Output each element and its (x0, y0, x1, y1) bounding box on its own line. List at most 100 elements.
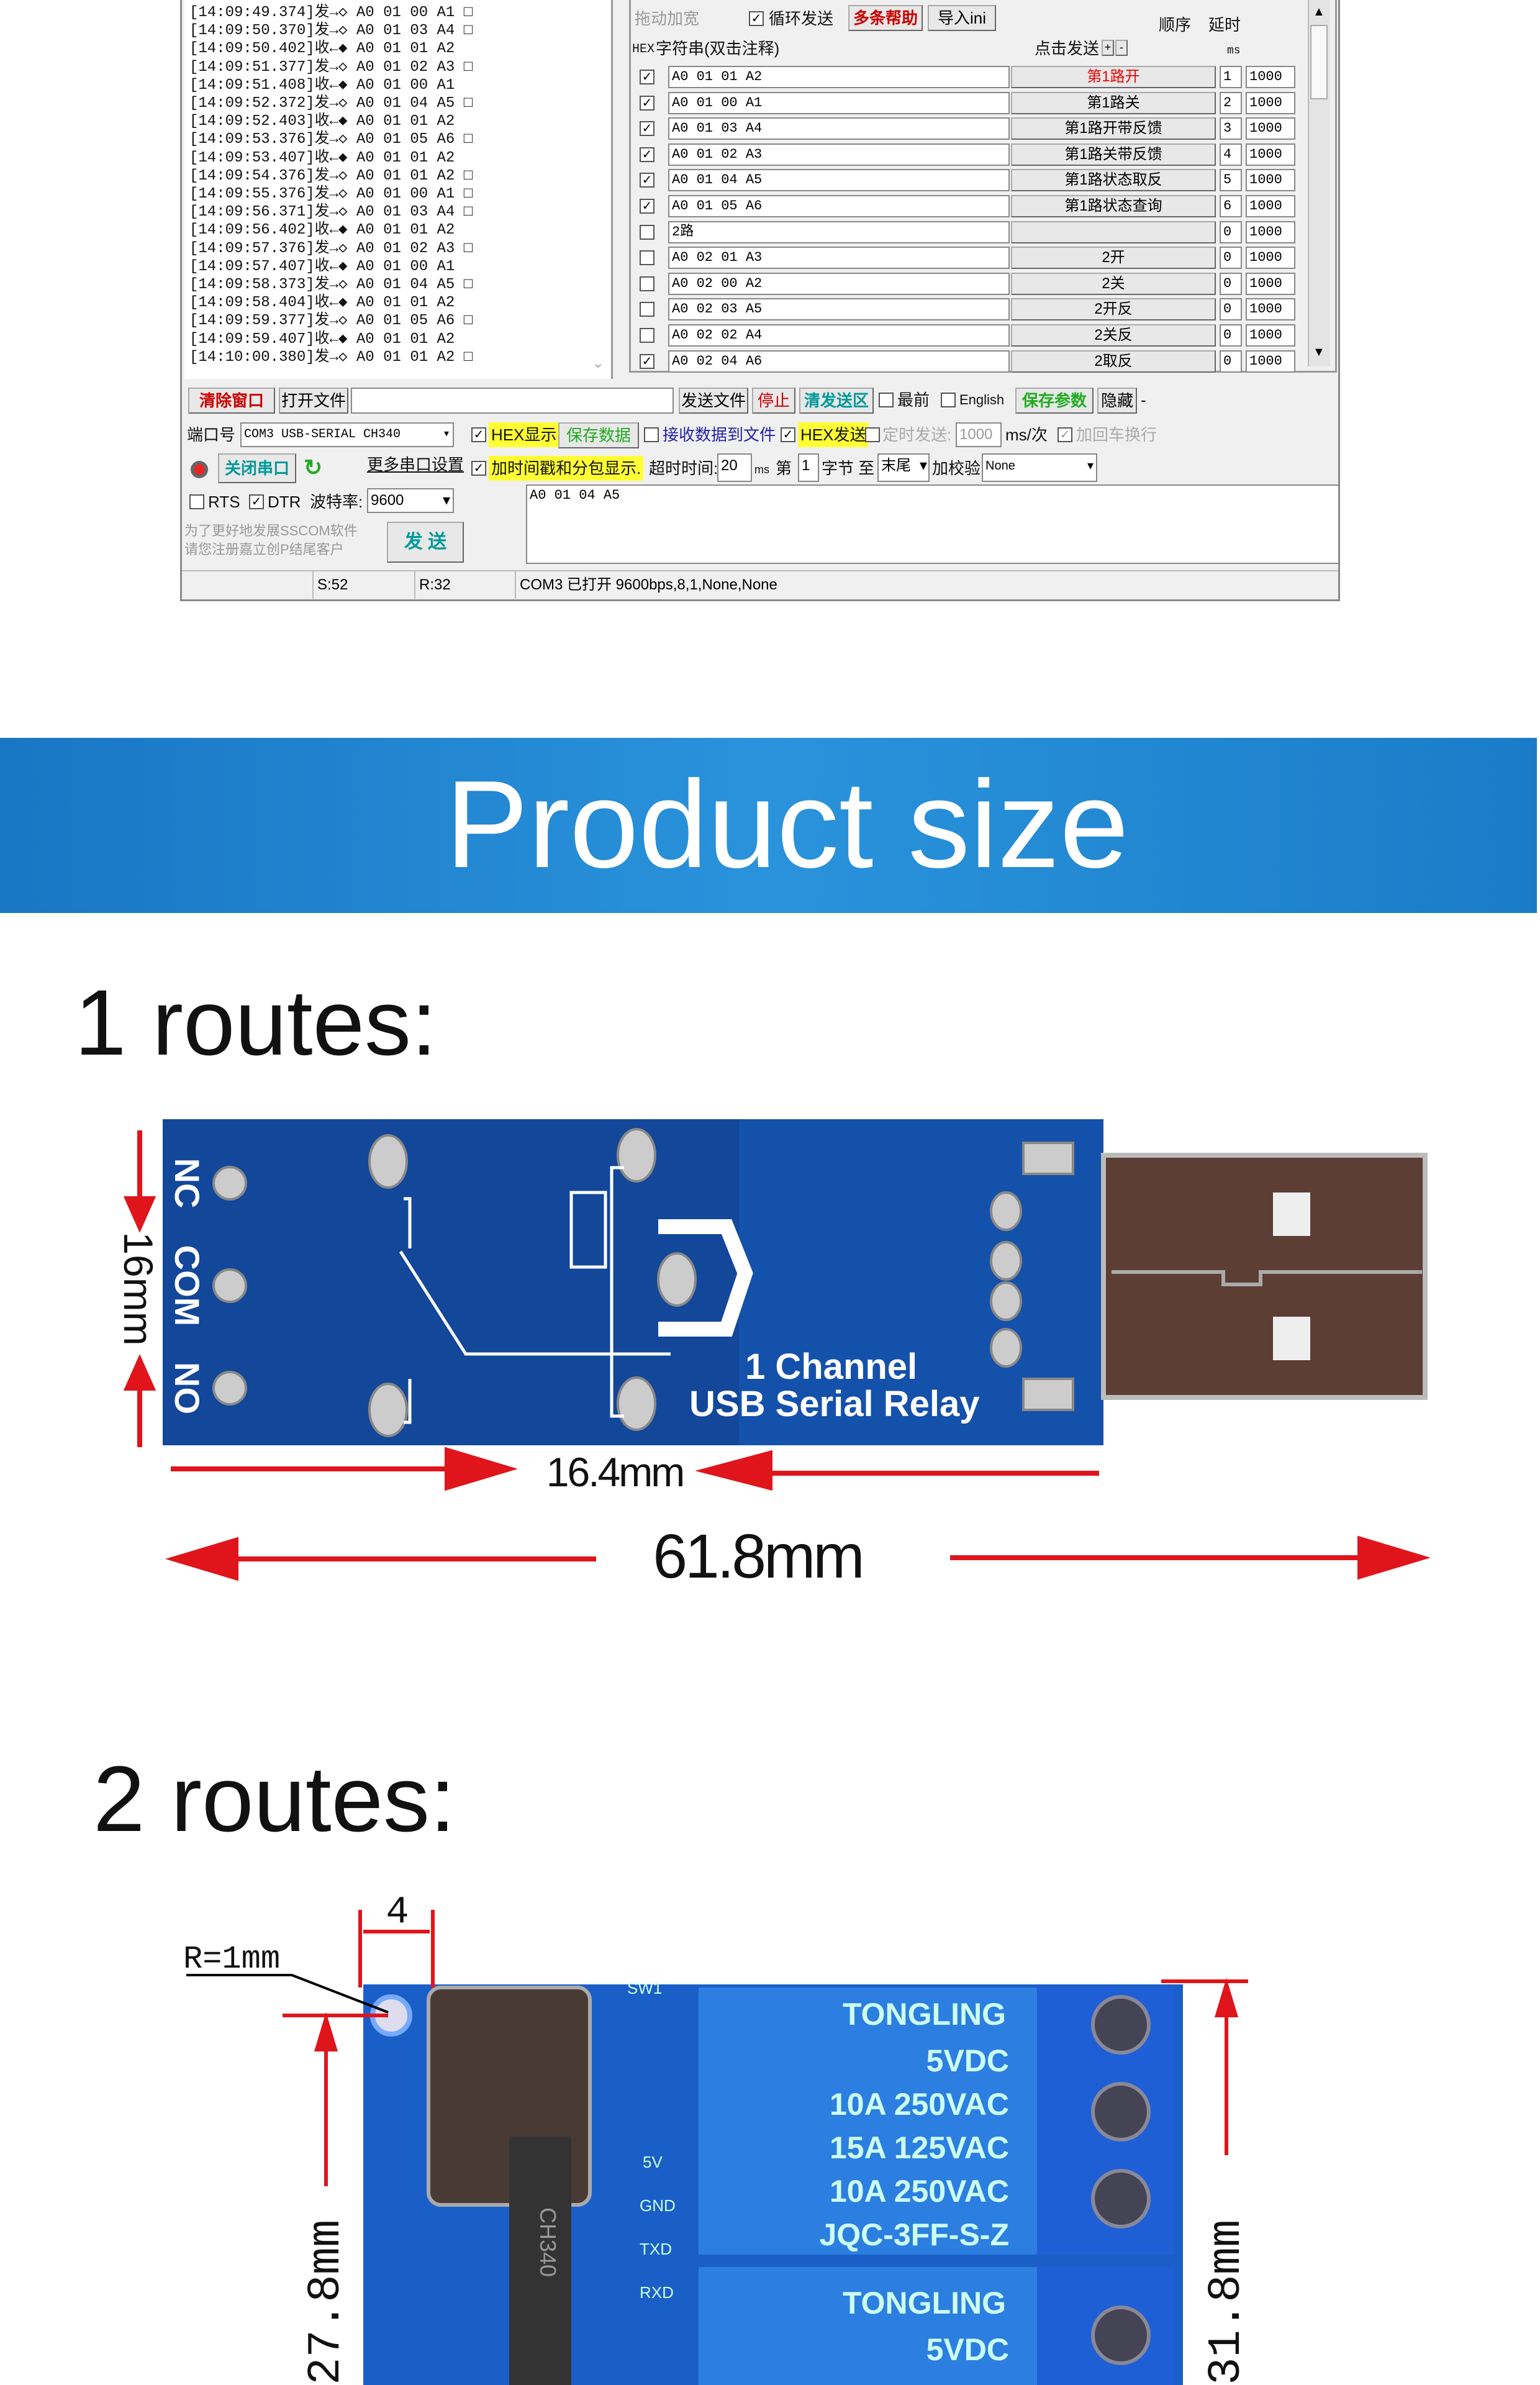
save-data-button[interactable]: 保存数据 (558, 422, 639, 448)
row-hex-checkbox[interactable]: ✓ (640, 147, 654, 162)
scroll-down-icon[interactable]: ▼ (1313, 345, 1325, 359)
row-string-input[interactable]: A0 01 00 A1 (668, 91, 1010, 114)
row-delay-input[interactable]: 1000 (1246, 272, 1295, 295)
baud-select[interactable]: 9600▾ (367, 488, 454, 513)
file-path-input[interactable] (351, 388, 674, 414)
send-button[interactable]: 发 送 (387, 522, 464, 563)
refresh-icon[interactable]: ↻ (304, 455, 323, 480)
row-hex-checkbox[interactable]: ✓ (640, 353, 654, 369)
row-send-button[interactable]: 第1路状态取反 (1011, 169, 1216, 192)
english-checkbox[interactable] (941, 393, 956, 407)
dropdown-arrow-icon[interactable]: ▾ (1087, 459, 1094, 473)
row-send-button[interactable]: 2开反 (1011, 298, 1216, 321)
row-delay-input[interactable]: 1000 (1246, 247, 1295, 270)
checksum-select[interactable]: None▾ (982, 453, 1097, 482)
collapse-dash[interactable]: - (1141, 391, 1146, 409)
more-settings-link[interactable]: 更多串口设置 (367, 455, 464, 474)
byte-to-select[interactable]: 末尾▾ (877, 453, 930, 482)
dropdown-arrow-icon[interactable]: ▾ (442, 492, 450, 509)
row-order-input[interactable]: 0 (1220, 298, 1242, 321)
row-send-button[interactable]: 2取反 (1011, 350, 1216, 373)
row-string-input[interactable]: A0 02 00 A2 (668, 272, 1010, 295)
multi-help-button[interactable]: 多条帮助 (848, 5, 923, 31)
dtr-checkbox[interactable]: ✓ (249, 494, 264, 509)
row-delay-input[interactable]: 1000 (1246, 298, 1295, 321)
row-hex-checkbox[interactable] (640, 224, 654, 240)
row-send-button[interactable]: 2开 (1011, 247, 1216, 270)
row-string-input[interactable]: A0 02 02 A4 (668, 324, 1010, 347)
interval-input[interactable]: 1000 (956, 422, 1002, 447)
loop-send-checkbox[interactable]: ✓ (749, 11, 764, 26)
row-order-input[interactable]: 0 (1220, 272, 1242, 295)
timestamp-checkbox[interactable]: ✓ (471, 461, 486, 476)
row-send-button[interactable] (1011, 220, 1216, 243)
save-params-button[interactable]: 保存参数 (1015, 388, 1094, 414)
row-string-input[interactable]: A0 02 03 A5 (668, 298, 1010, 321)
scroll-down-icon[interactable]: ⌄ (592, 355, 605, 371)
row-send-button[interactable]: 第1路开带反馈 (1011, 117, 1216, 140)
row-delay-input[interactable]: 1000 (1246, 324, 1295, 347)
row-delay-input[interactable]: 1000 (1246, 91, 1295, 114)
row-string-input[interactable]: A0 01 05 A6 (668, 195, 1010, 217)
row-hex-checkbox[interactable]: ✓ (640, 121, 654, 137)
row-order-input[interactable]: 0 (1220, 220, 1242, 243)
row-hex-checkbox[interactable]: ✓ (640, 95, 654, 111)
receive-log[interactable]: [14:09:49.374]发→◇ A0 01 00 A1 □[14:09:50… (184, 0, 613, 379)
row-send-button[interactable]: 第1路关带反馈 (1011, 143, 1216, 166)
row-delay-input[interactable]: 1000 (1246, 169, 1295, 192)
row-send-button[interactable]: 2关 (1011, 272, 1216, 295)
byte-from-input[interactable]: 1 (798, 453, 819, 482)
port-select[interactable]: COM3 USB-SERIAL CH340▾ (240, 422, 454, 447)
row-delay-input[interactable]: 1000 (1246, 117, 1295, 140)
multi-scrollbar[interactable]: ▲ ▼ (1308, 0, 1330, 366)
row-send-button[interactable]: 第1路状态查询 (1011, 195, 1216, 217)
row-order-input[interactable]: 0 (1220, 247, 1242, 270)
hex-send-checkbox[interactable]: ✓ (781, 427, 795, 442)
timed-send-checkbox[interactable] (865, 427, 880, 442)
dropdown-arrow-icon[interactable]: ▾ (919, 457, 927, 474)
row-string-input[interactable]: A0 01 02 A3 (668, 143, 1010, 166)
row-delay-input[interactable]: 1000 (1246, 143, 1295, 166)
hex-display-checkbox[interactable]: ✓ (471, 427, 486, 442)
row-string-input[interactable]: 2路 (668, 220, 1010, 243)
row-hex-checkbox[interactable] (640, 328, 654, 343)
row-order-input[interactable]: 4 (1220, 143, 1242, 166)
row-order-input[interactable]: 2 (1220, 91, 1242, 114)
dropdown-arrow-icon[interactable]: ▾ (442, 427, 450, 442)
row-hex-checkbox[interactable]: ✓ (640, 199, 654, 214)
row-order-input[interactable]: 1 (1220, 66, 1242, 88)
row-hex-checkbox[interactable] (640, 302, 654, 317)
row-string-input[interactable]: A0 01 04 A5 (668, 169, 1010, 192)
row-hex-checkbox[interactable] (640, 276, 654, 291)
rts-checkbox[interactable] (189, 494, 204, 509)
row-delay-input[interactable]: 1000 (1246, 66, 1295, 88)
row-string-input[interactable]: A0 01 03 A4 (668, 117, 1010, 140)
stop-button[interactable]: 停止 (752, 388, 795, 414)
send-text-area[interactable]: A0 01 04 A5 (526, 484, 1339, 564)
row-order-input[interactable]: 3 (1220, 117, 1242, 140)
row-string-input[interactable]: A0 02 04 A6 (668, 350, 1010, 373)
timeout-input[interactable]: 20 (717, 453, 752, 482)
row-delay-input[interactable]: 1000 (1246, 220, 1295, 243)
recv-to-file-checkbox[interactable] (644, 427, 659, 442)
clear-window-button[interactable]: 清除窗口 (188, 388, 275, 414)
row-send-button[interactable]: 第1路关 (1011, 91, 1216, 114)
row-order-input[interactable]: 0 (1220, 324, 1242, 347)
row-order-input[interactable]: 6 (1220, 195, 1242, 217)
row-hex-checkbox[interactable]: ✓ (640, 70, 654, 84)
row-delay-input[interactable]: 1000 (1246, 350, 1295, 373)
add-row-button[interactable]: + (1102, 40, 1114, 56)
row-delay-input[interactable]: 1000 (1246, 195, 1295, 217)
row-hex-checkbox[interactable]: ✓ (640, 173, 654, 188)
scroll-up-icon[interactable]: ▲ (1313, 5, 1325, 19)
row-send-button[interactable]: 第1路开 (1011, 66, 1216, 88)
clear-send-button[interactable]: 清发送区 (799, 388, 874, 414)
row-send-button[interactable]: 2关反 (1011, 324, 1216, 347)
remove-row-button[interactable]: - (1115, 40, 1128, 56)
topmost-checkbox[interactable] (879, 393, 894, 407)
crlf-checkbox[interactable]: ✓ (1058, 427, 1072, 442)
send-file-button[interactable]: 发送文件 (679, 388, 748, 414)
scroll-thumb[interactable] (1310, 25, 1328, 99)
close-port-button[interactable]: 关闭串口 (218, 453, 296, 483)
row-order-input[interactable]: 5 (1220, 169, 1242, 192)
